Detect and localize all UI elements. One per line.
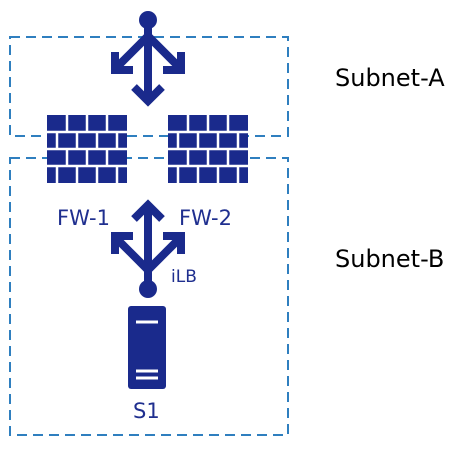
server-icon xyxy=(128,306,166,389)
firewall-icon xyxy=(47,115,127,183)
subnet-a-label: Subnet-A xyxy=(335,64,445,92)
subnet-b-label: Subnet-B xyxy=(335,245,444,273)
internal-load-balancer-icon xyxy=(111,199,185,298)
firewall-2-label: FW-2 xyxy=(179,206,232,230)
subnet-b-boundary xyxy=(9,157,289,436)
subnet-a-boundary xyxy=(9,36,289,137)
server-label: S1 xyxy=(133,399,160,423)
external-load-balancer-icon xyxy=(111,11,185,107)
firewall-1-label: FW-1 xyxy=(57,206,110,230)
firewall-icon xyxy=(168,115,248,183)
ilb-label: iLB xyxy=(171,267,197,287)
